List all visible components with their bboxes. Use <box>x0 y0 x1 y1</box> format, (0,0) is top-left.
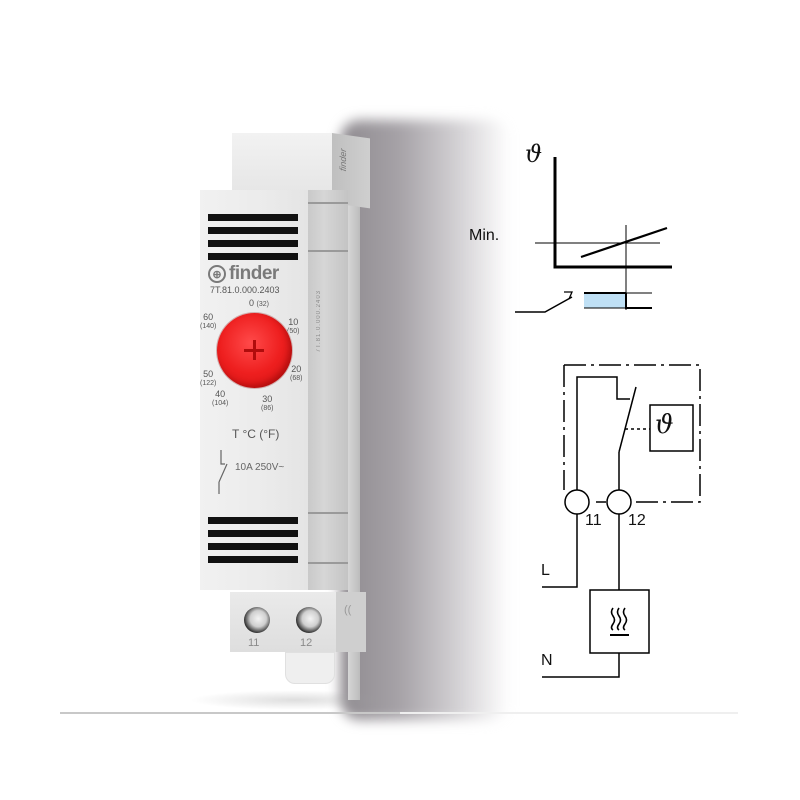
ce-mark: (( <box>344 604 352 616</box>
vent-slot <box>208 240 298 247</box>
vent-slot <box>208 530 298 537</box>
side-groove <box>308 250 348 252</box>
line-label: L <box>541 562 550 579</box>
din-rail-clip-side <box>348 180 360 700</box>
side-brand-print: finder <box>338 147 348 172</box>
min-label: Min. <box>469 227 500 244</box>
side-groove <box>308 202 348 204</box>
dial-slot <box>253 340 256 360</box>
vent-slot <box>208 517 298 524</box>
sensor-theta-symbol: ϑ <box>655 410 674 440</box>
scale-mark-40: 40(104) <box>212 389 229 408</box>
scale-mark-30: 30(86) <box>261 394 274 413</box>
terminal-label-12: 12 <box>300 637 313 649</box>
floor-shadow <box>190 690 400 710</box>
side-groove <box>308 562 348 564</box>
din-top-tab <box>232 133 332 193</box>
temperature-unit-label: T °C (°F) <box>232 427 280 441</box>
neutral-label: N <box>541 652 553 669</box>
side-groove <box>308 512 348 514</box>
theta-axis-label: ϑ <box>525 140 543 168</box>
vent-slot <box>208 543 298 550</box>
device-shadow <box>340 120 510 720</box>
terminal-block-side: (( <box>336 592 366 652</box>
wiring-terminal-12: 12 <box>628 512 646 529</box>
brand-name: finder <box>229 263 279 284</box>
vent-slot <box>208 556 298 563</box>
wiring-schematic <box>542 364 701 678</box>
terminal-screw-12[interactable] <box>296 607 322 633</box>
scale-mark-20: 20(68) <box>290 364 303 383</box>
finder-logo: ⊕ finder <box>208 263 279 285</box>
finder-logo-icon: ⊕ <box>208 265 226 283</box>
scale-mark-60: 60(140) <box>200 312 217 331</box>
scale-mark-50: 50(122) <box>200 369 217 388</box>
temperature-dial[interactable] <box>217 313 292 388</box>
floor-line <box>400 712 738 714</box>
vent-slot <box>208 227 298 234</box>
scale-mark-10: 10(50) <box>287 317 300 336</box>
terminal-screw-11[interactable] <box>244 607 270 633</box>
characteristic-plot <box>515 157 672 313</box>
device-side-panel <box>308 190 348 590</box>
floor-line <box>60 712 400 714</box>
electrical-rating: 10A 250V~ <box>235 462 285 473</box>
nc-contact-icon <box>218 450 228 494</box>
terminal-label-11: 11 <box>248 637 260 649</box>
model-code: 7T.81.0.000.2403 <box>210 285 280 295</box>
side-label-print: 7T.81.0.000.2403 <box>316 290 322 353</box>
vent-slot <box>208 253 298 260</box>
din-rail-clip[interactable] <box>285 652 335 684</box>
wiring-terminal-11: 11 <box>585 512 602 529</box>
heater-icon <box>610 607 629 636</box>
scale-mark-0: 0 (32) <box>249 298 269 309</box>
vent-slot <box>208 214 298 221</box>
